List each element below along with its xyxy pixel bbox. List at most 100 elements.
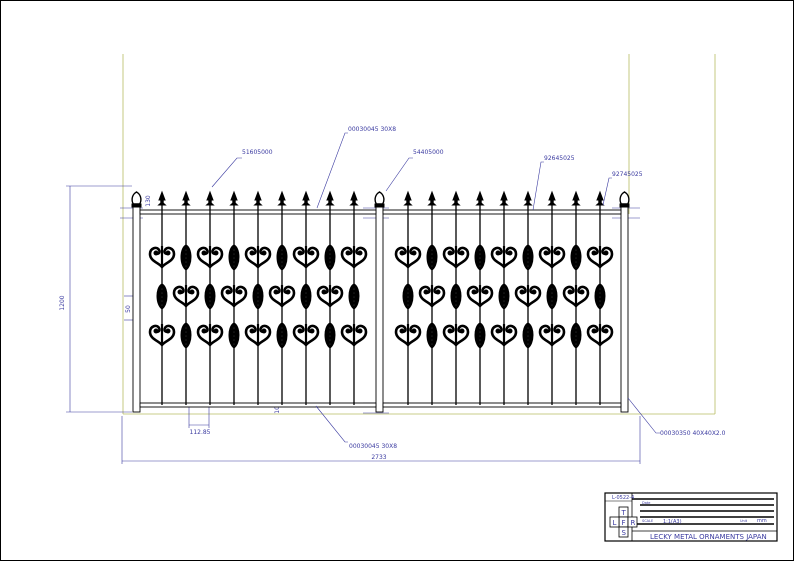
fence-post-right (620, 205, 629, 413)
scroll-ornament-lower (442, 322, 470, 347)
bar-bullet (426, 244, 438, 271)
letter-s: S (622, 529, 627, 537)
top-rail-right (382, 209, 622, 215)
bar-bullet (594, 283, 606, 310)
bar-bullet (228, 322, 240, 349)
leader-lines (211, 132, 660, 443)
scale-label: SCALE (642, 519, 653, 523)
lower-gap-dimension: 100 (274, 402, 281, 414)
bar-bullet (474, 244, 486, 271)
spear-tip (302, 191, 310, 206)
bar-bullet (180, 244, 192, 271)
bar-bullet (498, 283, 510, 310)
unit-label: Unit (740, 519, 748, 523)
callout-post-cap-center: 54405000 (413, 149, 444, 156)
spear-tip (158, 191, 166, 206)
bar-bullet (450, 283, 462, 310)
scroll-ornament-middle (466, 283, 494, 308)
scroll-ornament-middle (316, 283, 344, 308)
scroll-ornament-middle (172, 283, 200, 308)
callout-post: 00030350 40X40X2.0 (660, 430, 726, 437)
scroll-ornament-lower (490, 322, 518, 347)
letter-l: L (613, 519, 617, 527)
spear-tip (596, 191, 604, 206)
spear-tip (524, 191, 532, 206)
scroll-ornament-lower (538, 322, 566, 347)
bar-bullet (402, 283, 414, 310)
scroll-ornament-upper (394, 244, 422, 269)
top-gap-dimension: 130 (145, 195, 152, 207)
spear-tip (548, 191, 556, 206)
bar-bullet (252, 283, 264, 310)
spear-tip (326, 191, 334, 206)
height-dimension: 1200 (59, 295, 66, 310)
title-block: L-0522-4 Date SCALE 1:1(A3) Unit mm T L … (604, 492, 778, 542)
unit-value: mm (757, 518, 767, 524)
spear-tip (278, 191, 286, 206)
scroll-ornament-lower (148, 322, 176, 347)
bar-bullet (300, 283, 312, 310)
scroll-ornament-lower (196, 322, 224, 347)
scroll-ornament-upper (340, 244, 368, 269)
scale-value: 1:1(A3) (663, 519, 682, 525)
scroll-ornament-lower (340, 322, 368, 347)
bottom-rail-right (382, 402, 622, 408)
fence-elevation (131, 191, 630, 413)
scroll-ornament-upper (442, 244, 470, 269)
spear-tip (350, 191, 358, 206)
fence-post-left (132, 205, 141, 413)
post-cap-right (619, 191, 630, 208)
scroll-ornament-lower (292, 322, 320, 347)
spear-tip (182, 191, 190, 206)
spear-tip (206, 191, 214, 206)
bar-bullet (276, 322, 288, 349)
spear-tip (452, 191, 460, 206)
drawing-number: L-0522-4 (612, 495, 634, 501)
bar-bullet (570, 322, 582, 349)
spear-tip (572, 191, 580, 206)
fence-post-center (375, 205, 384, 413)
scroll-ornament-upper (292, 244, 320, 269)
scroll-ornament-lower (394, 322, 422, 347)
callout-post-cap-left: 51605000 (242, 149, 273, 156)
letter-t: T (621, 509, 627, 517)
bar-bullet (156, 283, 168, 310)
scroll-ornament-middle (268, 283, 296, 308)
bar-spacing-dimension: 112.85 (190, 429, 211, 436)
spear-tip (428, 191, 436, 206)
bar-bullet (522, 244, 534, 271)
scroll-ornament-lower (586, 322, 614, 347)
letter-f: F (622, 519, 626, 527)
bar-bullet (180, 322, 192, 349)
bar-bullet (324, 322, 336, 349)
scroll-ornament-upper (244, 244, 272, 269)
bar-bullet (426, 322, 438, 349)
bar-bullet (570, 244, 582, 271)
callout-top-rail: 00030045 30X8 (348, 126, 396, 133)
bar-bullet (546, 283, 558, 310)
bar-bullet (474, 322, 486, 349)
bar-bullet (204, 283, 216, 310)
letter-r: R (631, 519, 636, 527)
scroll-ornament-middle (562, 283, 590, 308)
construction-lines (122, 54, 716, 415)
spear-tip (500, 191, 508, 206)
scroll-ornament-upper (148, 244, 176, 269)
post-cap-center (374, 191, 385, 208)
spear-tip (230, 191, 238, 206)
scroll-ornament-middle (514, 283, 542, 308)
bar-bullet (276, 244, 288, 271)
bar-bullet (324, 244, 336, 271)
scroll-ornament-lower (244, 322, 272, 347)
scroll-ornament-upper (538, 244, 566, 269)
bar-bullet (348, 283, 360, 310)
post-cap-left (131, 191, 142, 208)
company-name: LECKY METAL ORNAMENTS JAPAN (650, 533, 767, 541)
bar-bullet (522, 322, 534, 349)
callout-bottom-rail: 00030045 30X8 (349, 443, 397, 450)
bar-bullet (228, 244, 240, 271)
date-label: Date (642, 501, 650, 505)
spear-tip (404, 191, 412, 206)
